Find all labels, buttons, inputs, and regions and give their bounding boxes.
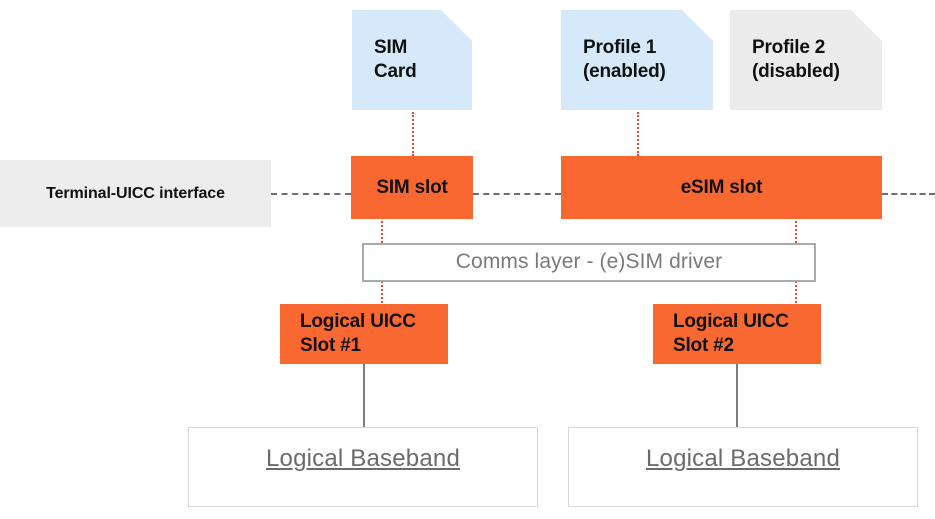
sim-card-label: SIM Card (374, 37, 417, 82)
connector-profile-1-to-esim-slot (637, 112, 639, 156)
sim-slot-node[interactable]: SIM slot (351, 156, 473, 219)
connector-logical-uicc-2-to-baseband-2 (736, 364, 738, 427)
logical-uicc-slot-2-node[interactable]: Logical UICC Slot #2 (653, 304, 821, 364)
esim-slot-node[interactable]: eSIM slot (561, 156, 882, 219)
logical-baseband-2-box[interactable]: Logical Baseband (568, 427, 918, 507)
bus-segment-right (882, 193, 935, 195)
profile-1-node[interactable]: Profile 1 (enabled) (561, 10, 713, 110)
connector-sim-card-to-sim-slot (412, 112, 414, 156)
comms-layer-box: Comms layer - (e)SIM driver (362, 243, 816, 282)
sim-slot-label: SIM slot (376, 176, 448, 198)
logical-baseband-1-box[interactable]: Logical Baseband (188, 427, 538, 507)
logical-uicc-slot-1-node[interactable]: Logical UICC Slot #1 (280, 304, 448, 364)
logical-uicc-slot-1-label: Logical UICC Slot #1 (300, 311, 416, 356)
terminal-uicc-interface-label: Terminal-UICC interface (46, 184, 225, 202)
comms-layer-label: Comms layer - (e)SIM driver (455, 250, 723, 274)
terminal-uicc-interface-box: Terminal-UICC interface (0, 160, 271, 227)
logical-uicc-slot-2-label: Logical UICC Slot #2 (673, 311, 789, 356)
bus-segment-left (271, 193, 351, 195)
profile-1-label: Profile 1 (enabled) (583, 37, 666, 82)
profile-2-node[interactable]: Profile 2 (disabled) (730, 10, 882, 110)
connector-logical-uicc-1-to-baseband-1 (363, 364, 365, 427)
bus-segment-middle (473, 193, 561, 195)
profile-2-label: Profile 2 (disabled) (752, 37, 840, 82)
logical-baseband-1-label: Logical Baseband (265, 445, 461, 472)
logical-baseband-2-label: Logical Baseband (645, 445, 841, 472)
sim-card-node[interactable]: SIM Card (352, 10, 472, 110)
esim-slot-label: eSIM slot (680, 176, 763, 198)
